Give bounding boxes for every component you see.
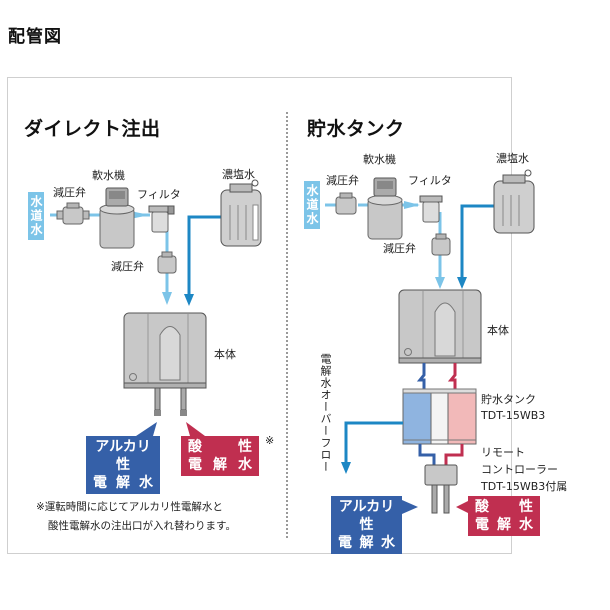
left-reducing-valve-1-label: 減圧弁 (53, 186, 86, 199)
left-outlet-pipes (154, 387, 187, 416)
left-reducing-valve-2-icon (157, 251, 177, 274)
left-alkaline-line1: アルカリ性 (95, 439, 151, 473)
left-reducing-valve-1-icon (56, 202, 90, 225)
right-reducing-valve-1-label: 減圧弁 (326, 174, 359, 187)
char: 水 (381, 535, 395, 551)
right-reducing-valve-1-icon (335, 192, 357, 215)
left-brine-pipe (187, 215, 222, 302)
left-softener-label: 軟水機 (92, 169, 125, 182)
left-acidic-pointer (186, 422, 205, 436)
note-line-1: ※運転時間に応じてアルカリ性電解水と (36, 501, 223, 513)
right-filter-label: フィルタ (408, 174, 452, 187)
char: 性 (238, 439, 252, 455)
right-storage-tank-icon (402, 388, 477, 445)
left-asterisk: ※ (265, 434, 275, 447)
right-main-unit-label: 本体 (487, 324, 509, 337)
right-tank-label: 貯水タンク (481, 393, 536, 406)
char: 解 (116, 475, 130, 491)
right-section (325, 169, 535, 514)
char: 電 (188, 457, 202, 473)
left-alkaline-badge: アルカリ性 電解水 (86, 436, 160, 494)
left-alkaline-pointer (136, 422, 157, 436)
note-line-2: 酸性電解水の注出口が入れ替わります。 (48, 520, 236, 532)
right-alkaline-badge: アルカリ性 電解水 (331, 496, 402, 554)
right-acidic-pointer (456, 500, 470, 514)
right-remote-label-1: リモート (481, 446, 525, 459)
right-brine-label: 濃塩水 (496, 152, 529, 165)
left-main-unit-label: 本体 (214, 348, 236, 361)
char: 解 (359, 535, 374, 551)
right-remote-label-2: コントローラー (481, 463, 558, 476)
char: 酸 (475, 499, 489, 515)
right-reducing-valve-2-icon (431, 233, 451, 256)
left-brine-tank-icon (220, 179, 262, 247)
left-softener-icon (99, 187, 135, 249)
char: 解 (497, 517, 511, 533)
left-section (50, 179, 262, 436)
right-overflow-label: 電解水オーバーフロー (319, 353, 332, 473)
right-softener-icon (367, 177, 403, 240)
left-brine-label: 濃塩水 (222, 168, 255, 181)
right-softener-label: 軟水機 (363, 153, 396, 166)
left-main-unit-icon (123, 312, 207, 389)
char: 水 (238, 457, 252, 473)
left-acidic-badge: 酸 性 電解水 (181, 436, 259, 476)
right-alkaline-line1: アルカリ性 (338, 499, 395, 533)
left-filter-icon (148, 205, 175, 233)
char: 性 (519, 499, 533, 515)
right-reducing-valve-2-label: 減圧弁 (383, 242, 416, 255)
char: 酸 (188, 439, 202, 455)
char: 解 (213, 457, 227, 473)
left-heading: ダイレクト注出 (24, 118, 161, 140)
left-flow-arrow (130, 211, 150, 219)
right-acidic-badge: 酸 性 電解水 (468, 496, 540, 536)
char: 電 (475, 517, 489, 533)
right-filter-icon (419, 195, 443, 223)
left-tap-water-label: 水道水 (28, 192, 44, 240)
left-note: ※運転時間に応じてアルカリ性電解水と 酸性電解水の注出口が入れ替わります。 (36, 498, 236, 536)
left-filter-label: フィルタ (137, 188, 181, 201)
right-brine-pipe (460, 204, 494, 285)
right-main-unit-icon (398, 289, 482, 364)
char: 水 (139, 475, 153, 491)
right-remote-label-3: TDT-15WB3付属 (481, 480, 568, 493)
right-remote-controller-icon (424, 464, 458, 514)
left-reducing-valve-2-label: 減圧弁 (111, 260, 144, 273)
char: 電 (338, 535, 352, 551)
right-tank-model: TDT-15WB3 (481, 409, 546, 422)
right-brine-tank-icon (493, 169, 535, 234)
right-alkaline-pointer (402, 500, 418, 514)
right-overflow-pipe (344, 421, 403, 470)
char: 電 (93, 475, 107, 491)
page-title: 配管図 (8, 27, 62, 47)
right-heading: 貯水タンク (307, 118, 405, 140)
char: 水 (519, 517, 533, 533)
right-tap-water-label: 水道水 (304, 181, 320, 229)
